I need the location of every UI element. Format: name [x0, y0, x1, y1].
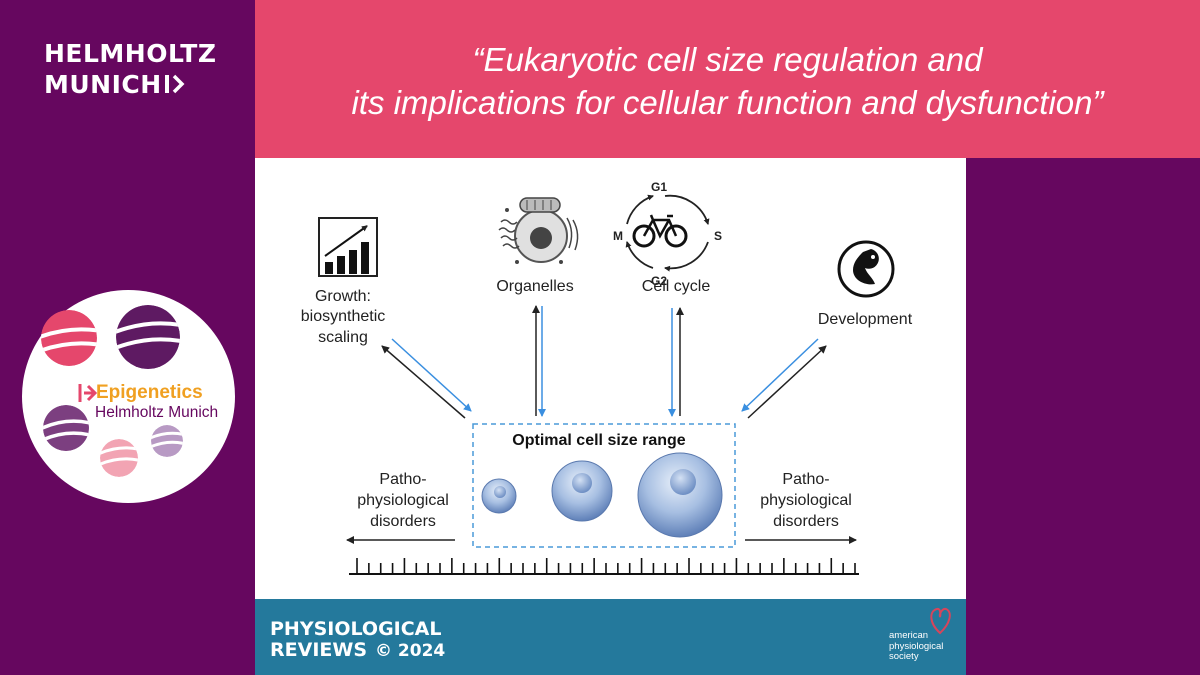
logo-line1: HELMHOLTZ: [44, 39, 217, 68]
logo-arrow-icon: [164, 74, 185, 94]
journal-line2: REVIEWS: [270, 639, 368, 661]
cell-cycle-label: Cell cycle: [642, 278, 711, 295]
logo-line2-text: MUNICH: [44, 70, 162, 99]
size-scale-axis: [349, 558, 859, 575]
copyright-text: © 2024: [375, 641, 446, 661]
right-disorders-line1: Patho-: [782, 471, 829, 488]
cell-medium: [551, 460, 613, 522]
paper-title: “Eukaryotic cell size regulation and its…: [255, 38, 1200, 124]
badge-title: Epigenetics: [96, 382, 203, 403]
badge-spheres-graphic: [41, 305, 183, 477]
aps-line1: american: [889, 630, 929, 641]
organelles-icon: [498, 197, 579, 264]
phase-s: S: [714, 229, 722, 243]
left-disorders-line2: physiological: [357, 492, 449, 509]
paper-title-line1: “Eukaryotic cell size regulation and: [472, 41, 983, 78]
title-banner: “Eukaryotic cell size regulation and its…: [255, 0, 1200, 158]
badge-subtitle: Helmholtz Munich: [95, 404, 219, 421]
epigenetics-badge: Epigenetics Helmholtz Munich: [22, 290, 235, 503]
optimal-range-title: Optimal cell size range: [512, 432, 686, 449]
cell-cycle-bicycle-icon: [625, 194, 710, 272]
arrow-development-to-box: [741, 338, 819, 412]
helmholtz-munich-logo: HELMHOLTZ MUNICH: [44, 38, 216, 100]
aps-line2: physiological: [889, 640, 944, 652]
badge-arrow-icon: [78, 384, 98, 402]
phase-m: M: [613, 229, 623, 243]
journal-name: PHYSIOLOGICAL REVIEWS © 2024: [270, 619, 445, 662]
phase-g1: G1: [651, 180, 667, 194]
right-disorders-line3: disorders: [773, 513, 839, 530]
growth-label-line2: biosynthetic: [301, 308, 386, 325]
aps-logo-icon: [930, 607, 951, 635]
growth-label-line1: Growth:: [315, 288, 371, 305]
arrow-box-to-development: [747, 345, 827, 419]
organelles-label: Organelles: [496, 278, 573, 295]
phase-g2: G2: [651, 274, 667, 288]
right-disorders-line2: physiological: [760, 492, 852, 509]
journal-line2-row: REVIEWS © 2024: [270, 640, 445, 662]
development-label: Development: [818, 311, 913, 328]
journal-footer: PHYSIOLOGICAL REVIEWS © 2024 american phy…: [255, 599, 966, 675]
journal-line1: PHYSIOLOGICAL: [270, 618, 442, 640]
paper-title-line2: its implications for cellular function a…: [351, 84, 1104, 121]
embryo-icon: [837, 240, 895, 298]
left-disorders-line3: disorders: [370, 513, 436, 530]
growth-chart-icon: [318, 217, 378, 277]
optimal-range-box: [472, 423, 736, 548]
aps-wordmark: american physiological society: [889, 630, 944, 663]
cell-small: [481, 478, 517, 514]
left-disorders-line1: Patho-: [379, 471, 426, 488]
aps-line3: society: [889, 651, 919, 662]
arrow-box-to-growth: [381, 345, 466, 419]
cell-large: [637, 452, 723, 538]
growth-label-line3: scaling: [318, 329, 368, 346]
cell-size-diagram: Growth: biosynthetic scaling Organelles …: [255, 158, 966, 599]
logo-line2: MUNICH: [44, 69, 216, 100]
diagram-svg: Growth: biosynthetic scaling Organelles …: [301, 180, 913, 575]
arrow-growth-to-box: [391, 338, 472, 412]
